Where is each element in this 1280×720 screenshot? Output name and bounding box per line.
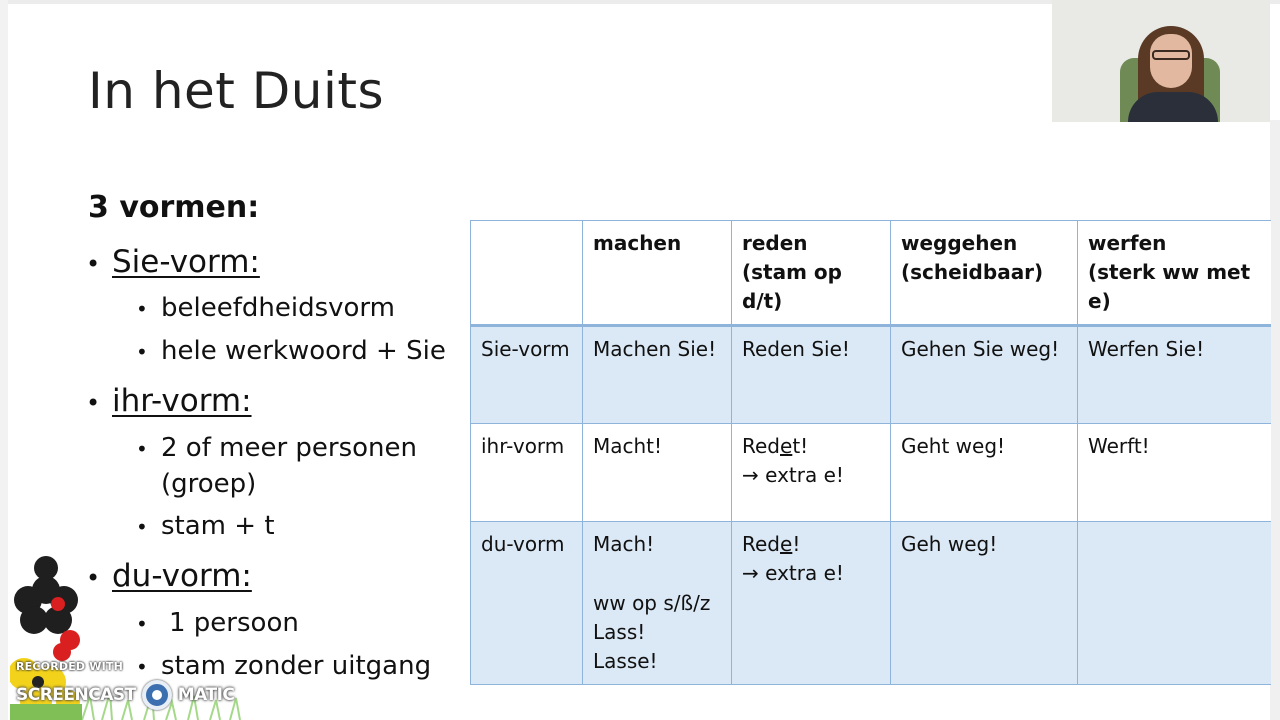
header-cell-machen: machen	[582, 220, 732, 327]
right-edge	[1270, 120, 1280, 720]
bullet-label: ihr-vorm:	[112, 383, 252, 419]
cell-werfen: Werft!	[1077, 423, 1271, 522]
table-row-du: du-vorm Mach! ww op s/ß/z Lass! Lasse! R…	[470, 521, 1271, 685]
brand-right: MATIC	[177, 685, 235, 705]
bullet-label: Sie-vorm:	[112, 244, 260, 280]
sub-bullet-text: stam + t	[161, 511, 275, 541]
form-cell: Sie-vorm	[470, 325, 583, 424]
bullet-ihr-vorm: • ihr-vorm:	[86, 383, 252, 419]
bullet-symbol: •	[86, 564, 101, 592]
top-strip	[0, 0, 1280, 4]
bullet-symbol: •	[86, 250, 101, 278]
sub-bullet: • stam zonder uitgang	[136, 648, 431, 685]
bullet-label: du-vorm:	[112, 558, 252, 594]
note-extra-e: → extra e!	[742, 561, 844, 585]
bullet-du-vorm: • du-vorm:	[86, 558, 252, 594]
sub-bullet-text: hele werkwoord + Sie	[161, 336, 446, 366]
table-row-ihr: ihr-vorm Macht! Redet! → extra e! Geht w…	[470, 423, 1271, 522]
cell-weggehen: Geht weg!	[890, 423, 1078, 522]
cell-machen: Mach! ww op s/ß/z Lass! Lasse!	[582, 521, 732, 685]
header-cell-werfen: werfen (sterk ww met e)	[1077, 220, 1271, 327]
bullet-symbol: •	[136, 612, 148, 636]
table-header-row: machen reden (stam op d/t) weggehen (sch…	[470, 220, 1271, 327]
cell-weggehen: Gehen Sie weg!	[890, 325, 1078, 424]
bullet-symbol: •	[136, 437, 148, 461]
screencast-logo-icon	[141, 680, 172, 710]
flower-decoration-icon	[10, 556, 82, 720]
cell-werfen: Werfen Sie!	[1077, 325, 1271, 424]
screencast-brand: SCREENCAST MATIC	[16, 680, 235, 710]
sub-bullet-text: beleefdheidsvorm	[161, 293, 395, 323]
form-cell: du-vorm	[470, 521, 583, 685]
sub-bullet: • hele werkwoord + Sie	[136, 333, 446, 370]
cell-weggehen: Geh weg!	[890, 521, 1078, 685]
brand-left: SCREENCAST	[16, 685, 136, 705]
form-cell: ihr-vorm	[470, 423, 583, 522]
bullet-symbol: •	[86, 389, 101, 417]
conjugation-table: machen reden (stam op d/t) weggehen (sch…	[470, 220, 1271, 685]
sub-bullet-continuation: (groep)	[136, 466, 256, 502]
bullet-symbol: •	[136, 655, 148, 679]
sub-bullet-text: (groep)	[161, 469, 257, 499]
sub-bullet-text: 2 of meer personen	[161, 433, 418, 463]
left-edge	[0, 0, 8, 720]
sub-bullet-text: 1 persoon	[169, 608, 299, 638]
bullet-symbol: •	[136, 515, 148, 539]
cell-werfen	[1077, 521, 1271, 685]
slide-title: In het Duits	[88, 62, 385, 120]
cell-machen: Macht!	[582, 423, 732, 522]
sub-bullet: • beleefdheidsvorm	[136, 290, 395, 327]
slide-heading: 3 vormen:	[88, 190, 260, 225]
sub-bullet-text: stam zonder uitgang	[161, 651, 432, 681]
bullet-symbol: •	[136, 297, 148, 321]
cell-reden: Reden Sie!	[731, 325, 891, 424]
note-extra-e: → extra e!	[742, 463, 844, 487]
header-cell-empty	[470, 220, 583, 327]
sub-bullet: • 1 persoon	[136, 605, 299, 642]
recorded-with-label: RECORDED WITH	[16, 660, 124, 673]
cell-reden: Rede! → extra e!	[731, 521, 891, 685]
sub-bullet: • 2 of meer personen	[136, 430, 417, 467]
sub-bullet: • stam + t	[136, 508, 275, 545]
header-cell-weggehen: weggehen (scheidbaar)	[890, 220, 1078, 327]
cell-reden: Redet! → extra e!	[731, 423, 891, 522]
bullet-sie-vorm: • Sie-vorm:	[86, 244, 260, 280]
cell-machen: Machen Sie!	[582, 325, 732, 424]
webcam-overlay	[1052, 0, 1270, 122]
header-cell-reden: reden (stam op d/t)	[731, 220, 891, 327]
table-row-sie: Sie-vorm Machen Sie! Reden Sie! Gehen Si…	[470, 325, 1271, 424]
bullet-symbol: •	[136, 340, 148, 364]
